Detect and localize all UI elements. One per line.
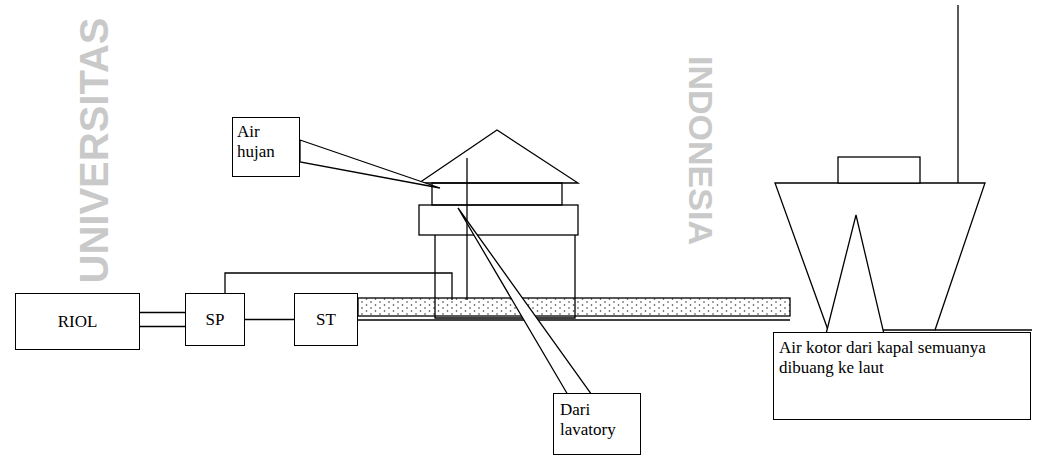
watermark: UNIVERSITAS	[73, 17, 118, 283]
process-box: ST	[294, 293, 358, 346]
node-text: Air hujan	[237, 122, 295, 161]
ship-hull	[775, 183, 985, 330]
node-text: Dari lavatory	[560, 400, 634, 439]
node-text: ST	[299, 310, 353, 330]
callout-tail	[458, 208, 592, 395]
rain-pipe	[466, 158, 467, 300]
pipe-band	[358, 298, 790, 316]
pipe-connector	[245, 319, 294, 320]
callout-box: Dari lavatory	[553, 393, 641, 455]
riol-box: RIOL	[15, 293, 140, 350]
watermark: INDONESIA	[680, 56, 719, 245]
callout-tail	[826, 215, 884, 334]
ship-cabin	[838, 157, 920, 183]
callout-tail	[300, 140, 440, 188]
node-text: Air kotor dari kapal semuanya dibuang ke…	[779, 338, 1025, 377]
ship-mast	[957, 5, 958, 183]
pipe-line	[358, 319, 790, 320]
sea-line	[935, 329, 1032, 330]
house-floor	[419, 205, 578, 235]
node-text: SP	[190, 310, 240, 330]
callout-box: Air kotor dari kapal semuanya dibuang ke…	[773, 332, 1031, 420]
house-wall	[432, 183, 562, 205]
callout-box: Air hujan	[232, 117, 300, 177]
house-roof	[419, 130, 578, 183]
process-box: SP	[185, 293, 245, 346]
node-text: RIOL	[20, 312, 135, 332]
pipe-connector	[140, 313, 185, 327]
